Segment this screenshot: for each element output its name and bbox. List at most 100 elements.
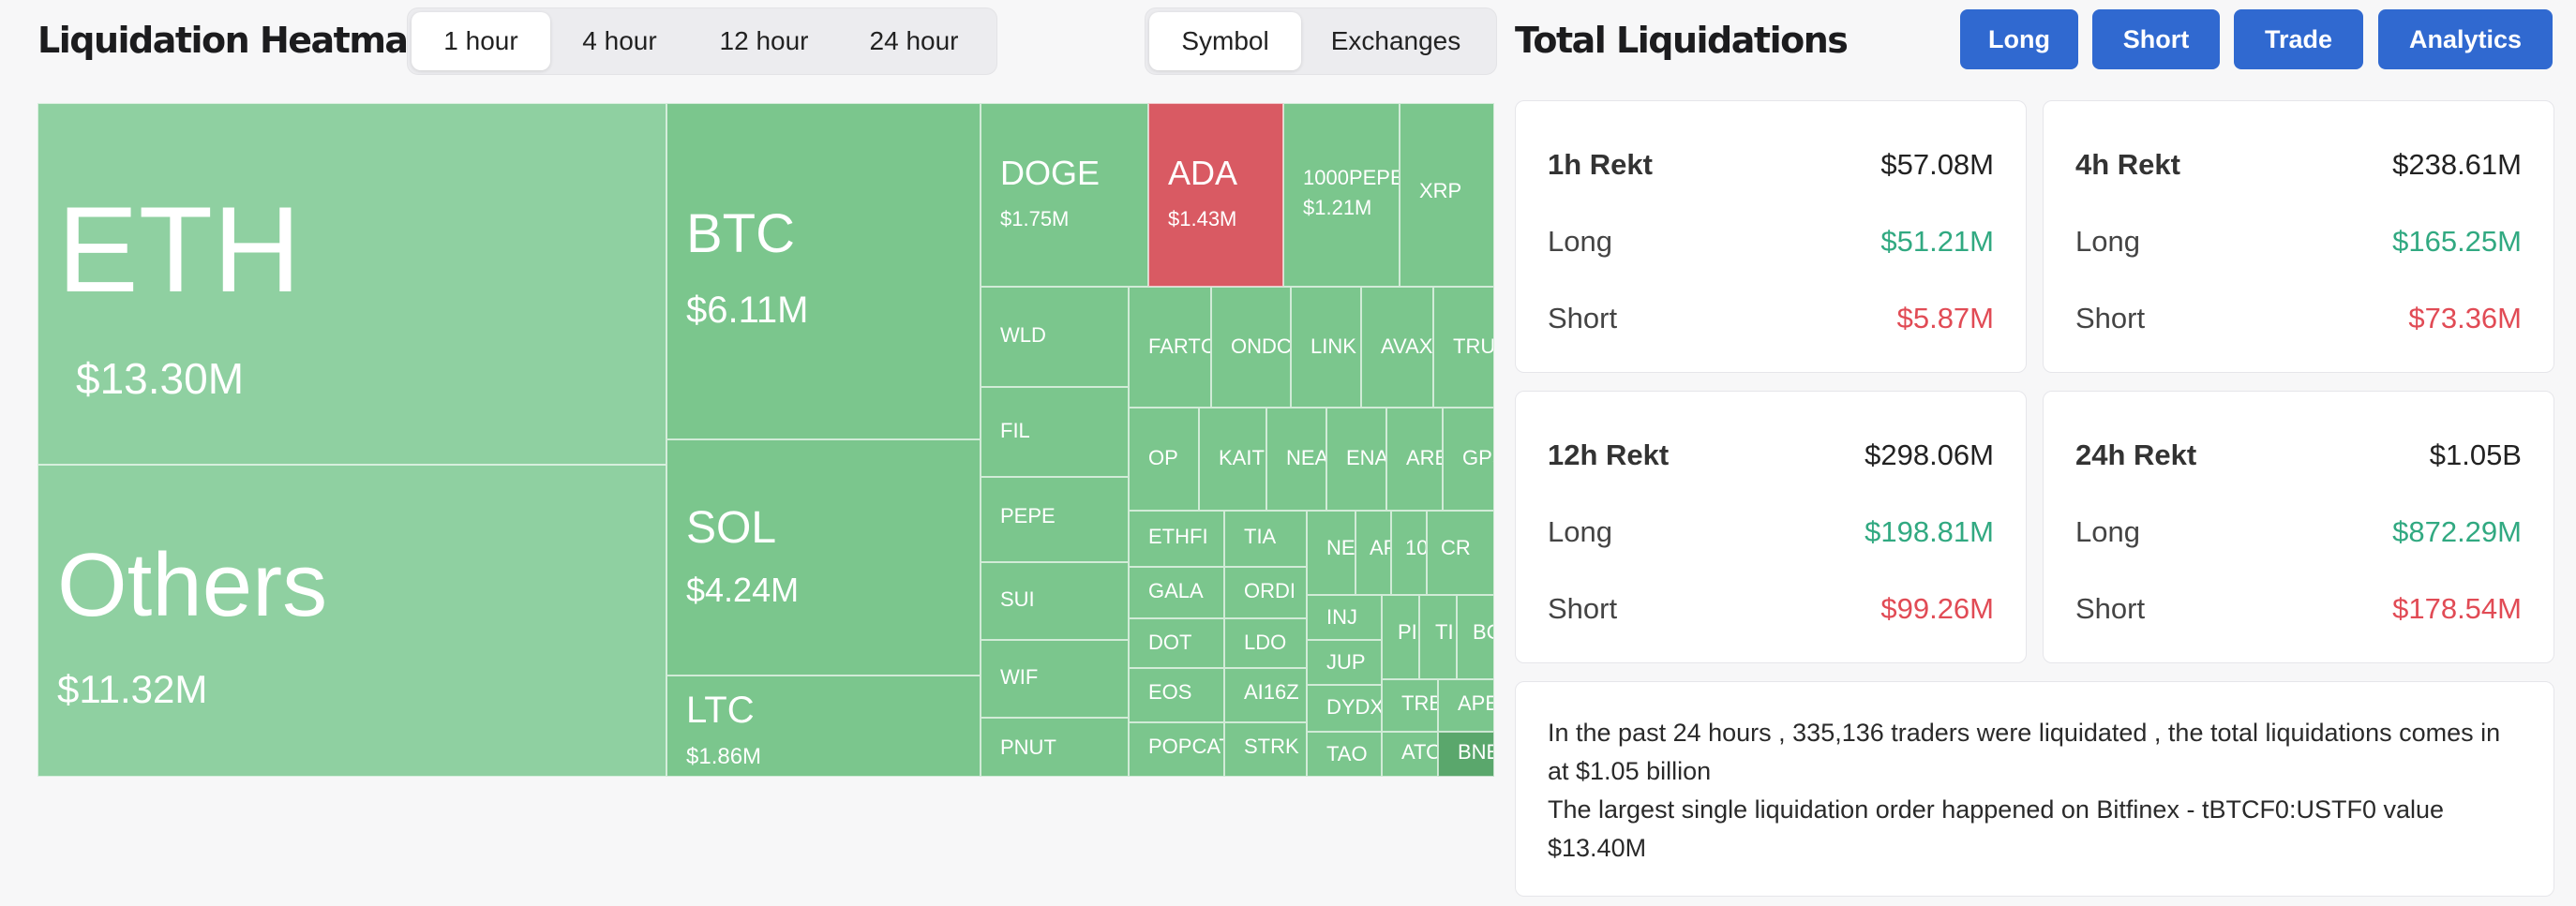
heatmap-tile-ordi[interactable]: ORDI	[1224, 567, 1307, 618]
heatmap-tile-fartc[interactable]: FARTC	[1129, 287, 1211, 408]
tile-symbol: Others	[57, 535, 328, 635]
heatmap-tile-sui[interactable]: SUI	[981, 562, 1129, 640]
long-button[interactable]: Long	[1960, 9, 2078, 69]
heatmap-tile-btc[interactable]: BTC$6.11M	[666, 103, 981, 439]
heatmap-tile-1000pepe[interactable]: 1000PEPE $1.21M	[1283, 103, 1400, 287]
heatmap-tile-wld[interactable]: WLD	[981, 287, 1129, 387]
heatmap-tile-tao[interactable]: TAO	[1307, 732, 1382, 777]
card-short-value: $178.54M	[2392, 592, 2522, 625]
tile-symbol: STRK	[1244, 735, 1299, 758]
heatmap-tile-dot[interactable]: DOT	[1129, 618, 1224, 668]
heatmap-tile-avax[interactable]: AVAX	[1361, 287, 1433, 408]
card-long-value: $198.81M	[1865, 515, 1994, 548]
heatmap-tile-pepe[interactable]: PEPE	[981, 477, 1129, 562]
heatmap-tile-gps[interactable]: GPS	[1443, 408, 1494, 511]
heatmap-tile-tia[interactable]: TIA	[1224, 511, 1307, 567]
heatmap-tile-ai16z[interactable]: AI16Z	[1224, 668, 1307, 722]
tile-symbol: CR	[1441, 536, 1471, 559]
heatmap-tile-fil[interactable]: FIL	[981, 387, 1129, 477]
tile-symbol: XRP	[1419, 179, 1462, 202]
tile-symbol: LINK	[1310, 334, 1356, 358]
heatmap-tile-jup[interactable]: JUP	[1307, 640, 1382, 685]
card-title: 24h Rekt	[2075, 438, 2197, 471]
heatmap-tile-others[interactable]: Others$11.32M	[37, 465, 666, 777]
heatmap-tile-ena[interactable]: ENA	[1326, 408, 1386, 511]
heatmap-tile-nea[interactable]: NEA	[1266, 408, 1326, 511]
heatmap-tile-ethfi[interactable]: ETHFI	[1129, 511, 1224, 567]
rekt-card-12h: 12h Rekt$298.06M Long$198.81M Short$99.2…	[1515, 391, 2027, 663]
tile-symbol: ADA	[1168, 154, 1238, 192]
tile-symbol: PI	[1398, 620, 1417, 644]
timeframe-12h-button[interactable]: 12 hour	[719, 26, 809, 55]
card-short-value: $73.36M	[2408, 302, 2522, 334]
tile-symbol: JUP	[1326, 650, 1366, 674]
heatmap-tile-trui[interactable]: TRUI	[1433, 287, 1494, 408]
timeframe-4h-button[interactable]: 4 hour	[582, 26, 657, 55]
timeframe-24h-button[interactable]: 24 hour	[869, 26, 959, 55]
heatmap-tile-pi[interactable]: PI	[1382, 595, 1419, 679]
heatmap-tile-op[interactable]: OP	[1129, 408, 1199, 511]
heatmap-tile-xrp[interactable]: XRP	[1400, 103, 1494, 287]
tile-value: $1.21M	[1303, 196, 1372, 219]
heatmap-tile-ap[interactable]: AP	[1355, 511, 1391, 595]
heatmap-tile-are[interactable]: ARE	[1386, 408, 1443, 511]
card-short-label: Short	[2075, 592, 2146, 625]
analytics-button[interactable]: Analytics	[2378, 9, 2553, 69]
heatmap-tile-kait[interactable]: KAIT	[1199, 408, 1266, 511]
heatmap-tile-wif[interactable]: WIF	[981, 640, 1129, 718]
heatmap-tile-ti[interactable]: TI	[1419, 595, 1457, 679]
card-total: $1.05B	[2429, 438, 2522, 471]
heatmap-tile-inj[interactable]: INJ	[1307, 595, 1382, 640]
heatmap-tile-dydx[interactable]: DYDX	[1307, 685, 1382, 732]
total-liquidations-title: Total Liquidations	[1515, 20, 1849, 61]
tile-symbol: INJ	[1326, 605, 1357, 629]
card-total: $298.06M	[1865, 438, 1994, 471]
card-long-value: $51.21M	[1880, 225, 1994, 258]
heatmap-tile-trb[interactable]: TRB	[1382, 679, 1438, 732]
heatmap-tile-bc[interactable]: BC	[1457, 595, 1494, 679]
heatmap-tile-ldo[interactable]: LDO	[1224, 618, 1307, 668]
tile-symbol: ETH	[57, 181, 301, 318]
tile-symbol: NE	[1326, 536, 1355, 559]
card-short-value: $5.87M	[1896, 302, 1994, 334]
heatmap-tile-gala[interactable]: GALA	[1129, 567, 1224, 618]
tile-symbol: POPCAT	[1148, 735, 1224, 758]
heatmap-tile-ondc[interactable]: ONDC	[1211, 287, 1291, 408]
heatmap-tile-eth[interactable]: ETH$13.30M	[37, 103, 666, 465]
heatmap-tile-pnut[interactable]: PNUT	[981, 718, 1129, 777]
tile-symbol: GPS	[1462, 446, 1493, 469]
heatmap-tile-sol[interactable]: SOL$4.24M	[666, 439, 981, 676]
heatmap-tile-ltc[interactable]: LTC $1.86M	[666, 676, 981, 777]
tile-value: $1.86M	[686, 744, 762, 769]
tile-symbol: DYDX	[1326, 695, 1382, 719]
heatmap-tile-10[interactable]: 10	[1391, 511, 1427, 595]
heatmap-tile-cr[interactable]: CR	[1427, 511, 1494, 595]
heatmap-tile-link[interactable]: LINK	[1291, 287, 1361, 408]
tile-symbol: TI	[1435, 620, 1454, 644]
timeframe-1h-button[interactable]: 1 hour	[412, 12, 550, 70]
tile-symbol: SOL	[686, 503, 777, 553]
heatmap-tile-ne[interactable]: NE	[1307, 511, 1355, 595]
tile-value: $6.11M	[686, 290, 809, 331]
tile-symbol: TAO	[1326, 742, 1368, 765]
tile-symbol: GALA	[1148, 579, 1204, 602]
heatmap-tile-bne[interactable]: BNE	[1438, 732, 1494, 777]
heatmap-tile-ada[interactable]: ADA$1.43M	[1148, 103, 1283, 287]
trade-button[interactable]: Trade	[2234, 9, 2363, 69]
exchanges-view-button[interactable]: Exchanges	[1330, 26, 1461, 55]
tile-symbol: AI16Z	[1244, 680, 1299, 704]
rekt-card-1h: 1h Rekt$57.08M Long$51.21M Short$5.87M	[1515, 100, 2027, 373]
short-button[interactable]: Short	[2092, 9, 2220, 69]
heatmap-tile-strk[interactable]: STRK	[1224, 722, 1307, 777]
heatmap-tile-popcat[interactable]: POPCAT	[1129, 722, 1224, 777]
tile-symbol: ARE	[1406, 446, 1442, 469]
symbol-view-button[interactable]: Symbol	[1149, 12, 1301, 70]
heatmap-tile-ape[interactable]: APE	[1438, 679, 1494, 732]
tile-symbol: AVAX	[1381, 334, 1433, 358]
card-total: $238.61M	[2392, 148, 2522, 181]
tile-symbol: LTC	[686, 690, 755, 731]
heatmap-tile-ato[interactable]: ATO	[1382, 732, 1438, 777]
heatmap-tile-eos[interactable]: EOS	[1129, 668, 1224, 722]
tile-symbol: 1000PEPE	[1303, 166, 1400, 189]
heatmap-tile-doge[interactable]: DOGE$1.75M	[981, 103, 1148, 287]
